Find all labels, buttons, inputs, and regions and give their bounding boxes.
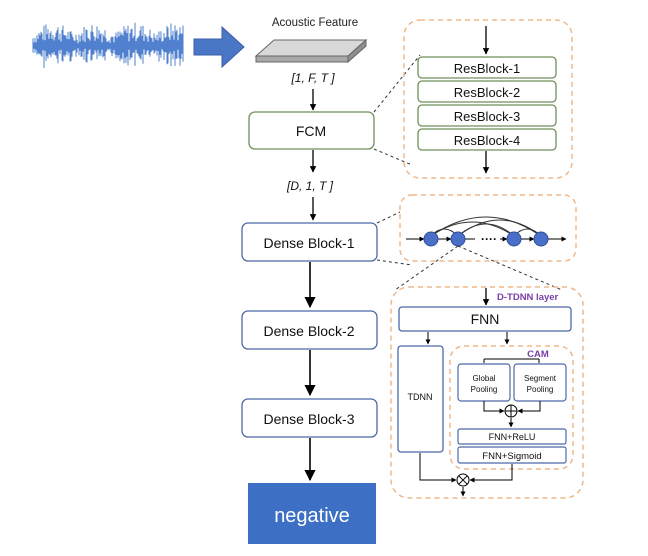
waveform-icon [32, 22, 184, 68]
arrow-segment-to-sum [517, 401, 541, 414]
segment-pooling-label-line2: Pooling [527, 385, 554, 394]
fcm-output-shape-label: [D, 1, T ] [286, 179, 334, 193]
dtdnn-fnn-label: FNN [471, 311, 500, 327]
dense-detail-connector-bottom [376, 259, 413, 266]
dense-block-1-label: Dense Block-1 [263, 235, 354, 251]
resblock-4-label: ResBlock-4 [454, 133, 520, 148]
resblock-1-box [417, 56, 557, 79]
dtdnn-fnn-box [398, 306, 572, 332]
fcm-detail-connector-top [373, 54, 421, 113]
dense-block-1-box [241, 222, 378, 262]
fcm-detail-panel [403, 19, 573, 179]
fcm-box [248, 111, 375, 150]
dense-block-3-label: Dense Block-3 [263, 411, 354, 427]
sum-op-icon [504, 404, 518, 418]
dense-block-2-label: Dense Block-2 [263, 323, 354, 339]
dtdnn-connector-left [394, 245, 459, 291]
resblock-2-label: ResBlock-2 [454, 85, 520, 100]
dtdnn-detail-panel [390, 286, 584, 499]
output-box [248, 483, 376, 544]
arrow-cam-to-mul [469, 464, 513, 483]
resblock-4-box [417, 128, 557, 151]
output-label: negative [274, 505, 350, 527]
fnn-relu-label: FNN+ReLU [489, 432, 536, 442]
fnn-sigmoid-label: FNN+Sigmoid [482, 451, 541, 462]
fnn-relu-box [457, 428, 567, 445]
dense-node-2 [450, 231, 466, 247]
dense-detail-panel [399, 194, 577, 262]
tdnn-label: TDNN [408, 392, 433, 402]
arrow-global-to-sum [483, 401, 505, 414]
resblock-1-label: ResBlock-1 [454, 61, 520, 76]
input-shape-label: [1, F, T ] [290, 71, 335, 85]
fcm-detail-connector-bottom [373, 148, 413, 166]
resblock-2-box [417, 80, 557, 103]
multiply-op-icon [456, 473, 470, 487]
global-pooling-label-line1: Global [472, 374, 495, 383]
tdnn-box [397, 345, 444, 453]
fnn-sigmoid-box [457, 446, 567, 464]
waveform-trace [32, 22, 184, 68]
fcm-label: FCM [296, 123, 326, 139]
acoustic-feature-slab [254, 38, 368, 64]
acoustic-feature-label: Acoustic Feature [272, 17, 358, 29]
dense-detail-connector-top [376, 211, 401, 224]
resblock-3-label: ResBlock-3 [454, 109, 520, 124]
dense-detail-ellipsis: ···· [481, 232, 497, 246]
dense-node-3 [506, 231, 522, 247]
cam-title: CAM [527, 349, 549, 360]
input-arrow [193, 25, 245, 69]
segment-pooling-label-line1: Segment [524, 374, 557, 383]
resblock-3-box [417, 104, 557, 127]
dtdnn-title: D-TDNN layer [497, 292, 559, 303]
dense-node-1 [423, 231, 439, 247]
dense-block-2-box [241, 310, 378, 350]
dense-node-4 [533, 231, 549, 247]
dtdnn-connector-right [457, 245, 563, 291]
global-pooling-label-line2: Pooling [471, 385, 498, 394]
dense-block-3-box [241, 398, 378, 438]
arrow-tdnn-to-mul [419, 453, 457, 483]
